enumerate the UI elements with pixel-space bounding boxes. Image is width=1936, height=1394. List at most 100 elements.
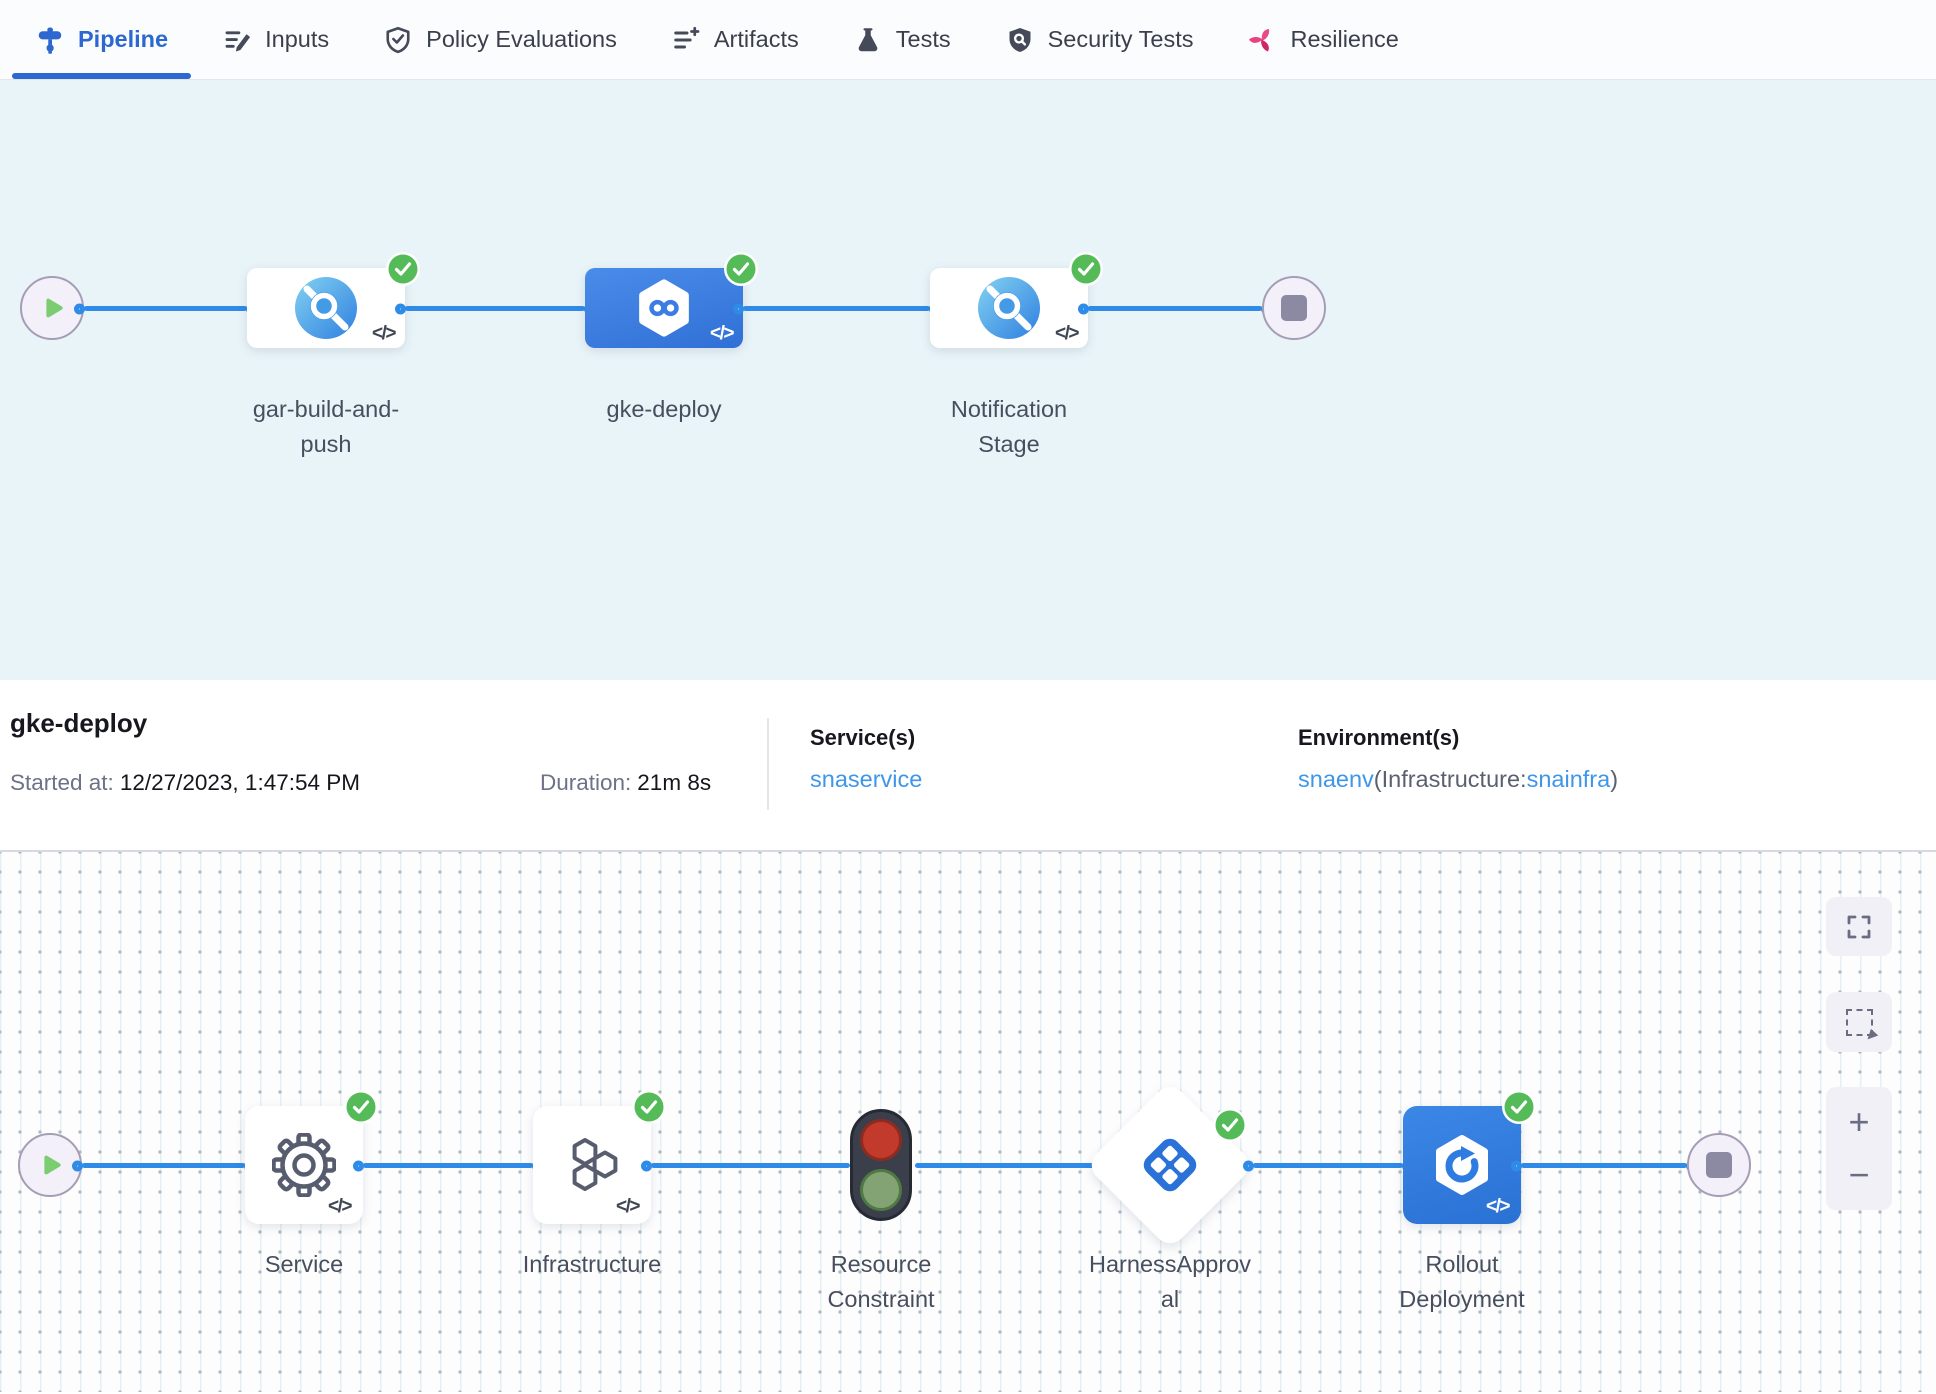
connector-endpoint <box>733 303 744 314</box>
success-check-icon <box>1068 251 1104 287</box>
step-connector <box>1243 1160 1413 1171</box>
step-node-resource-constraint[interactable] <box>850 1109 912 1221</box>
success-check-icon <box>1212 1107 1248 1143</box>
connector-endpoint <box>641 1160 652 1171</box>
services-label: Service(s) <box>810 725 916 750</box>
step-node-rollout-deployment[interactable]: </> <box>1403 1090 1536 1224</box>
service-link[interactable]: snaservice <box>810 766 923 792</box>
connector-endpoint <box>1243 1160 1254 1171</box>
environment-link[interactable]: snaenv <box>1298 766 1374 792</box>
stage-yaml-glyph: </> <box>710 323 734 344</box>
stage-connector <box>733 303 940 314</box>
play-icon <box>32 288 72 328</box>
custom-stage-icon <box>295 277 357 339</box>
execution-end-node[interactable] <box>1687 1133 1751 1197</box>
step-yaml-glyph: </> <box>616 1196 640 1217</box>
tab-inputs[interactable]: Inputs <box>195 0 356 79</box>
traffic-light-red <box>860 1119 902 1162</box>
step-connector <box>641 1160 850 1171</box>
stage-connector <box>395 303 595 314</box>
zoom-in-button[interactable]: + <box>1848 1101 1870 1142</box>
custom-stage-icon <box>978 277 1040 339</box>
zoom-controls: + − <box>1826 1087 1892 1210</box>
service-link-row: snaservice <box>810 766 922 793</box>
pipeline-start-node[interactable] <box>20 276 84 340</box>
approval-diamond-icon <box>1110 1105 1230 1225</box>
tab-security-tests[interactable]: Security Tests <box>978 0 1221 79</box>
stage-graph-canvas[interactable]: </> </> <box>0 80 1936 680</box>
connector-endpoint <box>72 1160 83 1171</box>
tab-label: Resilience <box>1290 26 1399 52</box>
fullscreen-icon <box>1844 912 1874 942</box>
play-icon <box>30 1145 70 1185</box>
step-node-service[interactable]: </> <box>245 1090 378 1224</box>
environments-label: Environment(s) <box>1298 725 1460 750</box>
tab-resilience[interactable]: Resilience <box>1220 0 1425 79</box>
tests-icon <box>853 25 883 55</box>
step-connector <box>1511 1160 1697 1171</box>
step-connector <box>353 1160 543 1171</box>
success-check-icon <box>343 1089 379 1125</box>
tab-label: Tests <box>895 26 951 52</box>
stop-icon <box>1706 1152 1732 1178</box>
duration: Duration:21m 8s <box>540 770 711 796</box>
tab-tests[interactable]: Tests <box>826 0 978 79</box>
selected-stage-title: gke-deploy <box>10 708 148 738</box>
marquee-select-button[interactable] <box>1826 992 1892 1052</box>
tab-pipeline[interactable]: Pipeline <box>8 0 195 79</box>
marquee-cursor <box>1867 1028 1879 1042</box>
step-node-infrastructure[interactable]: </> <box>533 1090 666 1224</box>
started-at-value: 12/27/2023, 1:47:54 PM <box>119 770 360 795</box>
stage-node-notification-stage[interactable]: </> <box>930 252 1103 348</box>
tab-label: Artifacts <box>713 26 799 52</box>
tab-policy-evaluations[interactable]: Policy Evaluations <box>356 0 644 79</box>
step-label: Rollout Deployment <box>1399 1251 1525 1312</box>
marquee-select-icon <box>1845 1008 1879 1042</box>
pipeline-end-node[interactable] <box>1262 276 1326 340</box>
step-label: HarnessApproval <box>1089 1251 1251 1312</box>
stage-label: Notification Stage <box>950 396 1068 457</box>
fullscreen-button[interactable] <box>1826 897 1892 956</box>
duration-label: Duration: <box>540 770 632 795</box>
tab-label: Pipeline <box>78 26 169 52</box>
cd-stage-icon <box>634 278 694 338</box>
started-at-label: Started at: <box>10 770 114 795</box>
tab-label: Policy Evaluations <box>426 26 617 52</box>
infrastructure-suffix: ) <box>1610 766 1619 792</box>
stage-node-gar-build-and-push[interactable]: </> <box>247 252 420 348</box>
step-connector <box>915 1160 1110 1171</box>
traffic-light-green <box>860 1168 902 1211</box>
details-divider <box>767 718 769 810</box>
infrastructure-hexagons-icon <box>560 1133 624 1197</box>
success-check-icon <box>1501 1089 1537 1125</box>
step-yaml-glyph: </> <box>328 1196 352 1217</box>
zoom-out-button[interactable]: − <box>1848 1154 1870 1195</box>
connector-endpoint <box>74 303 85 314</box>
service-gear-icon <box>272 1133 336 1197</box>
connector-endpoint <box>353 1160 364 1171</box>
connector-endpoint <box>1511 1160 1522 1171</box>
stop-icon <box>1281 295 1307 321</box>
started-at: Started at:12/27/2023, 1:47:54 PM <box>10 770 360 796</box>
artifacts-icon <box>671 25 701 55</box>
connector-endpoint <box>395 303 406 314</box>
step-node-harness-approval[interactable] <box>1085 1080 1255 1250</box>
stage-node-gke-deploy[interactable]: </> <box>585 252 758 348</box>
step-label: Infrastructure <box>522 1251 662 1277</box>
rollout-deployment-icon <box>1430 1133 1494 1197</box>
stage-yaml-glyph: </> <box>372 323 396 344</box>
inputs-icon <box>222 25 252 55</box>
execution-graph-canvas[interactable]: </> </> <box>0 852 1936 1392</box>
infrastructure-link[interactable]: snainfra <box>1526 766 1611 792</box>
environment-link-row: snaenv(Infrastructure:snainfra) <box>1298 766 1618 793</box>
tab-bar: Pipeline Inputs Policy Evaluations <box>0 0 1936 80</box>
success-check-icon <box>631 1089 667 1125</box>
infrastructure-prefix: (Infrastructure: <box>1373 766 1527 792</box>
step-yaml-glyph: </> <box>1486 1196 1510 1217</box>
success-check-icon <box>385 251 421 287</box>
step-connector <box>72 1160 255 1171</box>
policy-evaluations-icon <box>383 25 413 55</box>
stage-label: gke-deploy <box>606 396 722 422</box>
tab-artifacts[interactable]: Artifacts <box>644 0 826 79</box>
